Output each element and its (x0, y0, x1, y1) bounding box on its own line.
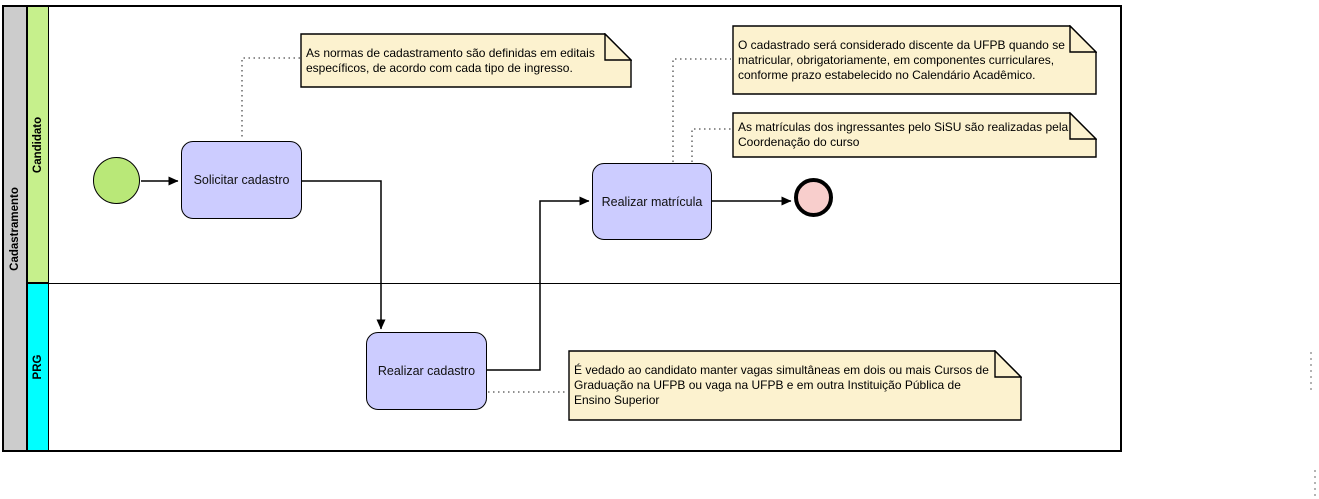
pool-header[interactable]: Cadastramento (4, 7, 28, 450)
note-shape-icon (732, 25, 1097, 95)
task-label: Realizar cadastro (377, 364, 476, 378)
start-event[interactable] (93, 157, 140, 204)
note-text: É vedado ao candidato manter vagas simul… (574, 363, 989, 407)
lane-header-candidato[interactable]: Candidato (28, 7, 49, 283)
pool-label: Cadastramento (9, 186, 21, 271)
note-shape-icon (568, 350, 1022, 421)
task-label: Solicitar cadastro (193, 173, 290, 187)
task-realizar-matricula[interactable]: Realizar matrícula (592, 163, 712, 240)
note-text: O cadastrado será considerado discente d… (738, 37, 1065, 82)
note-matriculas-sisu[interactable]: As matrículas dos ingressantes pelo SiSU… (732, 112, 1097, 158)
note-text: As matrículas dos ingressantes pelo SiSU… (738, 120, 1069, 149)
note-shape-icon (300, 33, 632, 88)
task-realizar-cadastro[interactable]: Realizar cadastro (366, 332, 487, 410)
note-shape-icon (732, 112, 1097, 158)
task-label: Realizar matrícula (601, 194, 703, 209)
lane-label-prg: PRG (32, 354, 44, 379)
note-text: As normas de cadastramento são definidas… (306, 45, 595, 75)
note-normas-cadastramento[interactable]: As normas de cadastramento são definidas… (300, 33, 632, 88)
lane-label-candidato: Candidato (32, 116, 44, 173)
end-event[interactable] (794, 178, 833, 217)
note-vedado-vagas[interactable]: É vedado ao candidato manter vagas simul… (568, 350, 1022, 421)
lane-header-prg[interactable]: PRG (28, 283, 49, 450)
note-cadastrado-discente[interactable]: O cadastrado será considerado discente d… (732, 25, 1097, 95)
task-solicitar-cadastro[interactable]: Solicitar cadastro (181, 141, 302, 219)
lane-divider (28, 283, 1120, 284)
